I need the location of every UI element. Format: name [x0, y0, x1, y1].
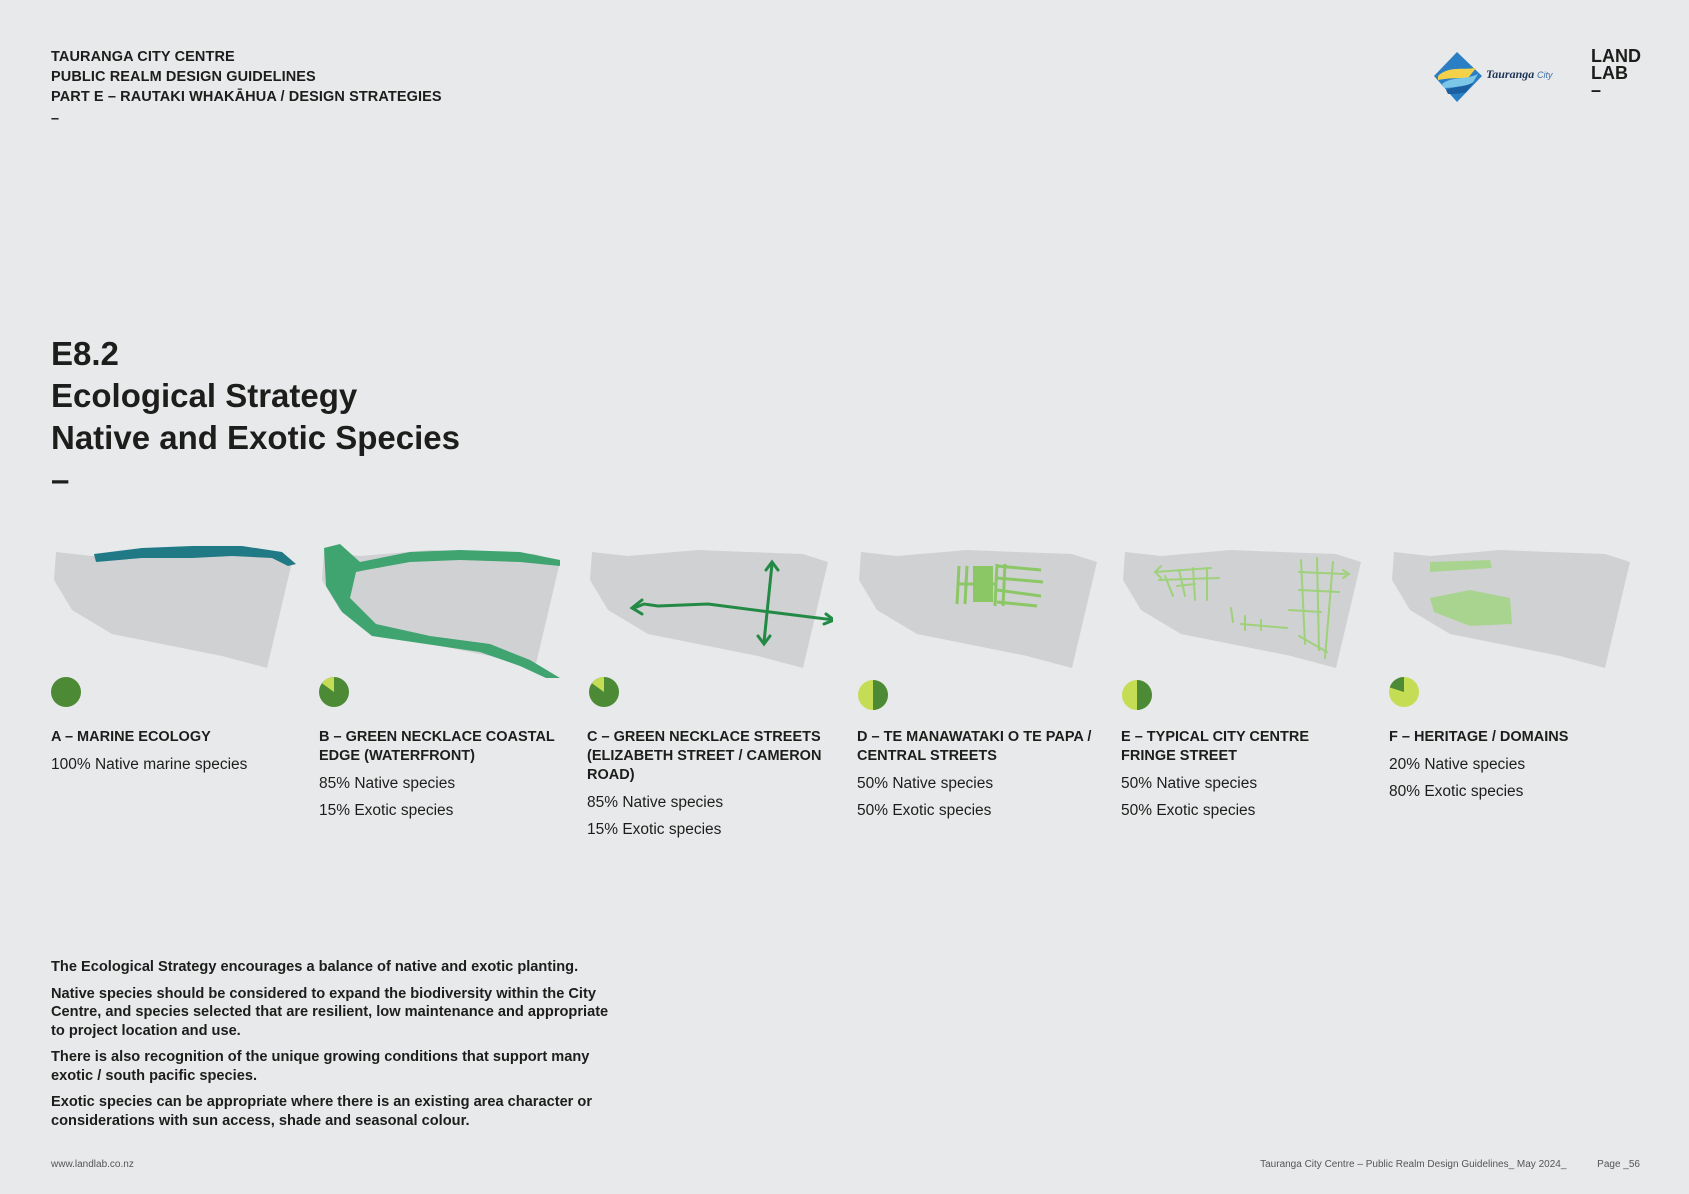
- strategy-marine-ecology: A – MARINE ECOLOGY 100% Native marine sp…: [51, 728, 301, 774]
- landlab-logo: LAND LAB –: [1591, 46, 1641, 100]
- strategy-fringe-street: E – TYPICAL CITY CENTRE FRINGE STREET 50…: [1121, 728, 1351, 820]
- strategy-maps: [50, 540, 1650, 680]
- strategy-exotic: 15% Exotic species: [319, 802, 454, 819]
- strategy-title: F – HERITAGE / DOMAINS: [1389, 729, 1569, 745]
- pie-marine-ecology: [51, 677, 81, 707]
- footer-page-number: Page _56: [1597, 1159, 1640, 1170]
- strategy-native: 20% Native species: [1389, 756, 1526, 773]
- strategy-native: 85% Native species: [319, 775, 456, 792]
- logo-city-text: City: [1537, 70, 1553, 80]
- pie-coastal-edge: [319, 677, 349, 707]
- strategy-title: E – TYPICAL CITY CENTRE FRINGE STREET: [1121, 729, 1309, 764]
- header-line-2: PUBLIC REALM DESIGN GUIDELINES: [51, 69, 316, 85]
- strategy-native: 85% Native species: [587, 794, 724, 811]
- strategy-title: C – GREEN NECKLACE STREETS (ELIZABETH ST…: [587, 729, 822, 783]
- pie-central-streets: [858, 680, 888, 710]
- logo-tauranga-text: Tauranga: [1486, 67, 1534, 81]
- section-title-dash: –: [51, 461, 70, 498]
- body-text: The Ecological Strategy encourages a bal…: [51, 958, 621, 1138]
- section-code: E8.2: [51, 335, 119, 372]
- footer-document: Tauranga City Centre – Public Realm Desi…: [1260, 1159, 1567, 1170]
- pie-green-necklace-streets: [589, 677, 619, 707]
- pie-fringe-street: [1122, 680, 1152, 710]
- landlab-dash: –: [1591, 80, 1602, 100]
- section-title-line-1: Ecological Strategy: [51, 377, 358, 414]
- header-line-1: TAURANGA CITY CENTRE: [51, 49, 235, 65]
- landlab-line-1: LAND: [1591, 46, 1641, 66]
- strategy-exotic: 80% Exotic species: [1389, 783, 1524, 800]
- strategy-native: 50% Native species: [857, 775, 994, 792]
- body-paragraph-2: Native species should be considered to e…: [51, 985, 609, 1039]
- map-fringe-street: [1123, 550, 1361, 668]
- body-paragraph-1: The Ecological Strategy encourages a bal…: [51, 959, 579, 975]
- body-paragraph-4: Exotic species can be appropriate where …: [51, 1094, 593, 1129]
- map-marine-ecology: [54, 546, 296, 668]
- section-title-line-2: Native and Exotic Species: [51, 419, 461, 456]
- strategy-native: 50% Native species: [1121, 775, 1258, 792]
- strategy-title: B – GREEN NECKLACE COASTAL EDGE (WATERFR…: [319, 729, 555, 764]
- header-dash: –: [51, 111, 60, 127]
- strategy-exotic: 50% Exotic species: [857, 802, 992, 819]
- strategy-green-necklace-streets: C – GREEN NECKLACE STREETS (ELIZABETH ST…: [587, 728, 832, 839]
- footer-website: www.landlab.co.nz: [51, 1159, 134, 1170]
- document-header: TAURANGA CITY CENTRE PUBLIC REALM DESIGN…: [51, 47, 442, 129]
- strategy-exotic: 15% Exotic species: [587, 821, 722, 838]
- strategy-title: D – TE MANAWATAKI O TE PAPA / CENTRAL ST…: [857, 729, 1092, 764]
- tauranga-city-logo: Tauranga City: [1434, 52, 1553, 102]
- strategy-title: A – MARINE ECOLOGY: [51, 729, 211, 745]
- strategy-native: 100% Native marine species: [51, 756, 248, 773]
- strategy-heritage-domains: F – HERITAGE / DOMAINS 20% Native specie…: [1389, 728, 1629, 801]
- strategy-coastal-edge: B – GREEN NECKLACE COASTAL EDGE (WATERFR…: [319, 728, 559, 820]
- strategy-central-streets: D – TE MANAWATAKI O TE PAPA / CENTRAL ST…: [857, 728, 1102, 820]
- map-heritage-domains: [1392, 550, 1630, 668]
- map-central-streets: [859, 550, 1097, 668]
- section-title: E8.2 Ecological Strategy Native and Exot…: [51, 333, 460, 501]
- landlab-line-2: LAB: [1591, 63, 1628, 83]
- strategy-exotic: 50% Exotic species: [1121, 802, 1256, 819]
- header-line-3: PART E – RAUTAKI WHAKĀHUA / DESIGN STRAT…: [51, 89, 442, 105]
- pie-heritage-domains: [1389, 677, 1419, 707]
- body-paragraph-3: There is also recognition of the unique …: [51, 1049, 590, 1084]
- map-green-necklace-streets: [590, 550, 833, 668]
- footer-info: Tauranga City Centre – Public Realm Desi…: [1260, 1159, 1640, 1170]
- map-coastal-edge: [322, 544, 560, 678]
